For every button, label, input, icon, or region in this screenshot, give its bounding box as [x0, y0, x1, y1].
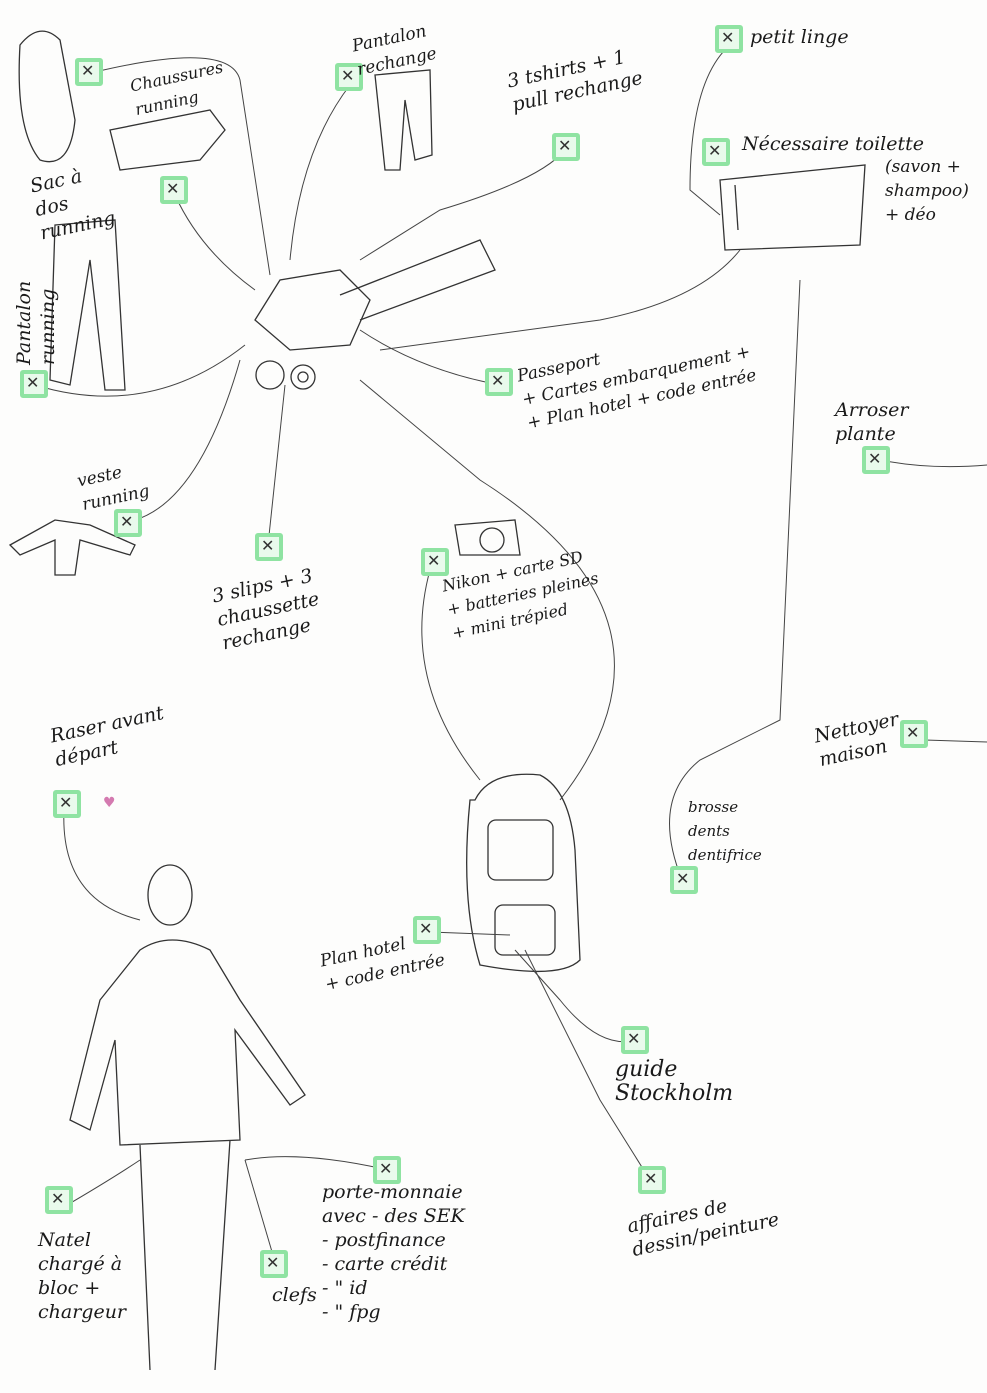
checkbox-pantalon-rechange[interactable] — [335, 63, 363, 91]
checkbox-chaussures[interactable] — [160, 176, 188, 204]
label-brosse-dents: brosse dents dentifrice — [688, 798, 762, 864]
checkbox-brosse-dents[interactable] — [670, 866, 698, 894]
checkbox-plan-hotel[interactable] — [413, 916, 441, 944]
label-guide: guide Stockholm — [615, 1057, 734, 1106]
checkbox-affaires-dessin[interactable] — [638, 1166, 666, 1194]
checkbox-veste-running[interactable] — [114, 509, 142, 537]
checkbox-natel[interactable] — [45, 1186, 73, 1214]
checkbox-sac-a-dos[interactable] — [75, 58, 103, 86]
checkbox-passeport[interactable] — [485, 368, 513, 396]
label-toilette-details: (savon + shampoo) + déo — [885, 157, 969, 225]
label-arroser-plante: Arroser plante — [835, 399, 909, 445]
stroller-drawing — [254, 239, 496, 390]
toiletry-bag-drawing — [719, 164, 866, 251]
checkbox-nettoyer-maison[interactable] — [900, 720, 928, 748]
label-clefs: clefs — [272, 1284, 317, 1306]
heart-icon: ♥ — [103, 795, 116, 811]
checkbox-arroser-plante[interactable] — [862, 446, 890, 474]
checkbox-raser[interactable] — [53, 790, 81, 818]
label-necessaire-toilette: Nécessaire toilette — [742, 133, 925, 155]
label-pantalon-running: Pantalon running — [13, 280, 59, 365]
checkbox-petit-linge[interactable] — [715, 25, 743, 53]
checkbox-clefs[interactable] — [260, 1250, 288, 1278]
other-drawings — [8, 30, 521, 576]
checkbox-guide[interactable] — [621, 1026, 649, 1054]
label-petit-linge: petit linge — [750, 26, 849, 48]
person-drawing — [69, 864, 306, 1371]
label-natel: Natel chargé à bloc + chargeur — [38, 1229, 127, 1323]
checkbox-nikon[interactable] — [421, 548, 449, 576]
checkbox-necessaire-toilette[interactable] — [702, 138, 730, 166]
checkbox-porte-monnaie[interactable] — [373, 1156, 401, 1184]
connector-lines — [34, 44, 987, 1263]
checkbox-tshirts[interactable] — [552, 133, 580, 161]
checkbox-slips[interactable] — [255, 533, 283, 561]
label-porte-monnaie: porte-monnaie avec - des SEK - postfinan… — [322, 1181, 465, 1323]
backpack-drawing — [466, 773, 581, 973]
checkbox-pantalon-running[interactable] — [20, 370, 48, 398]
